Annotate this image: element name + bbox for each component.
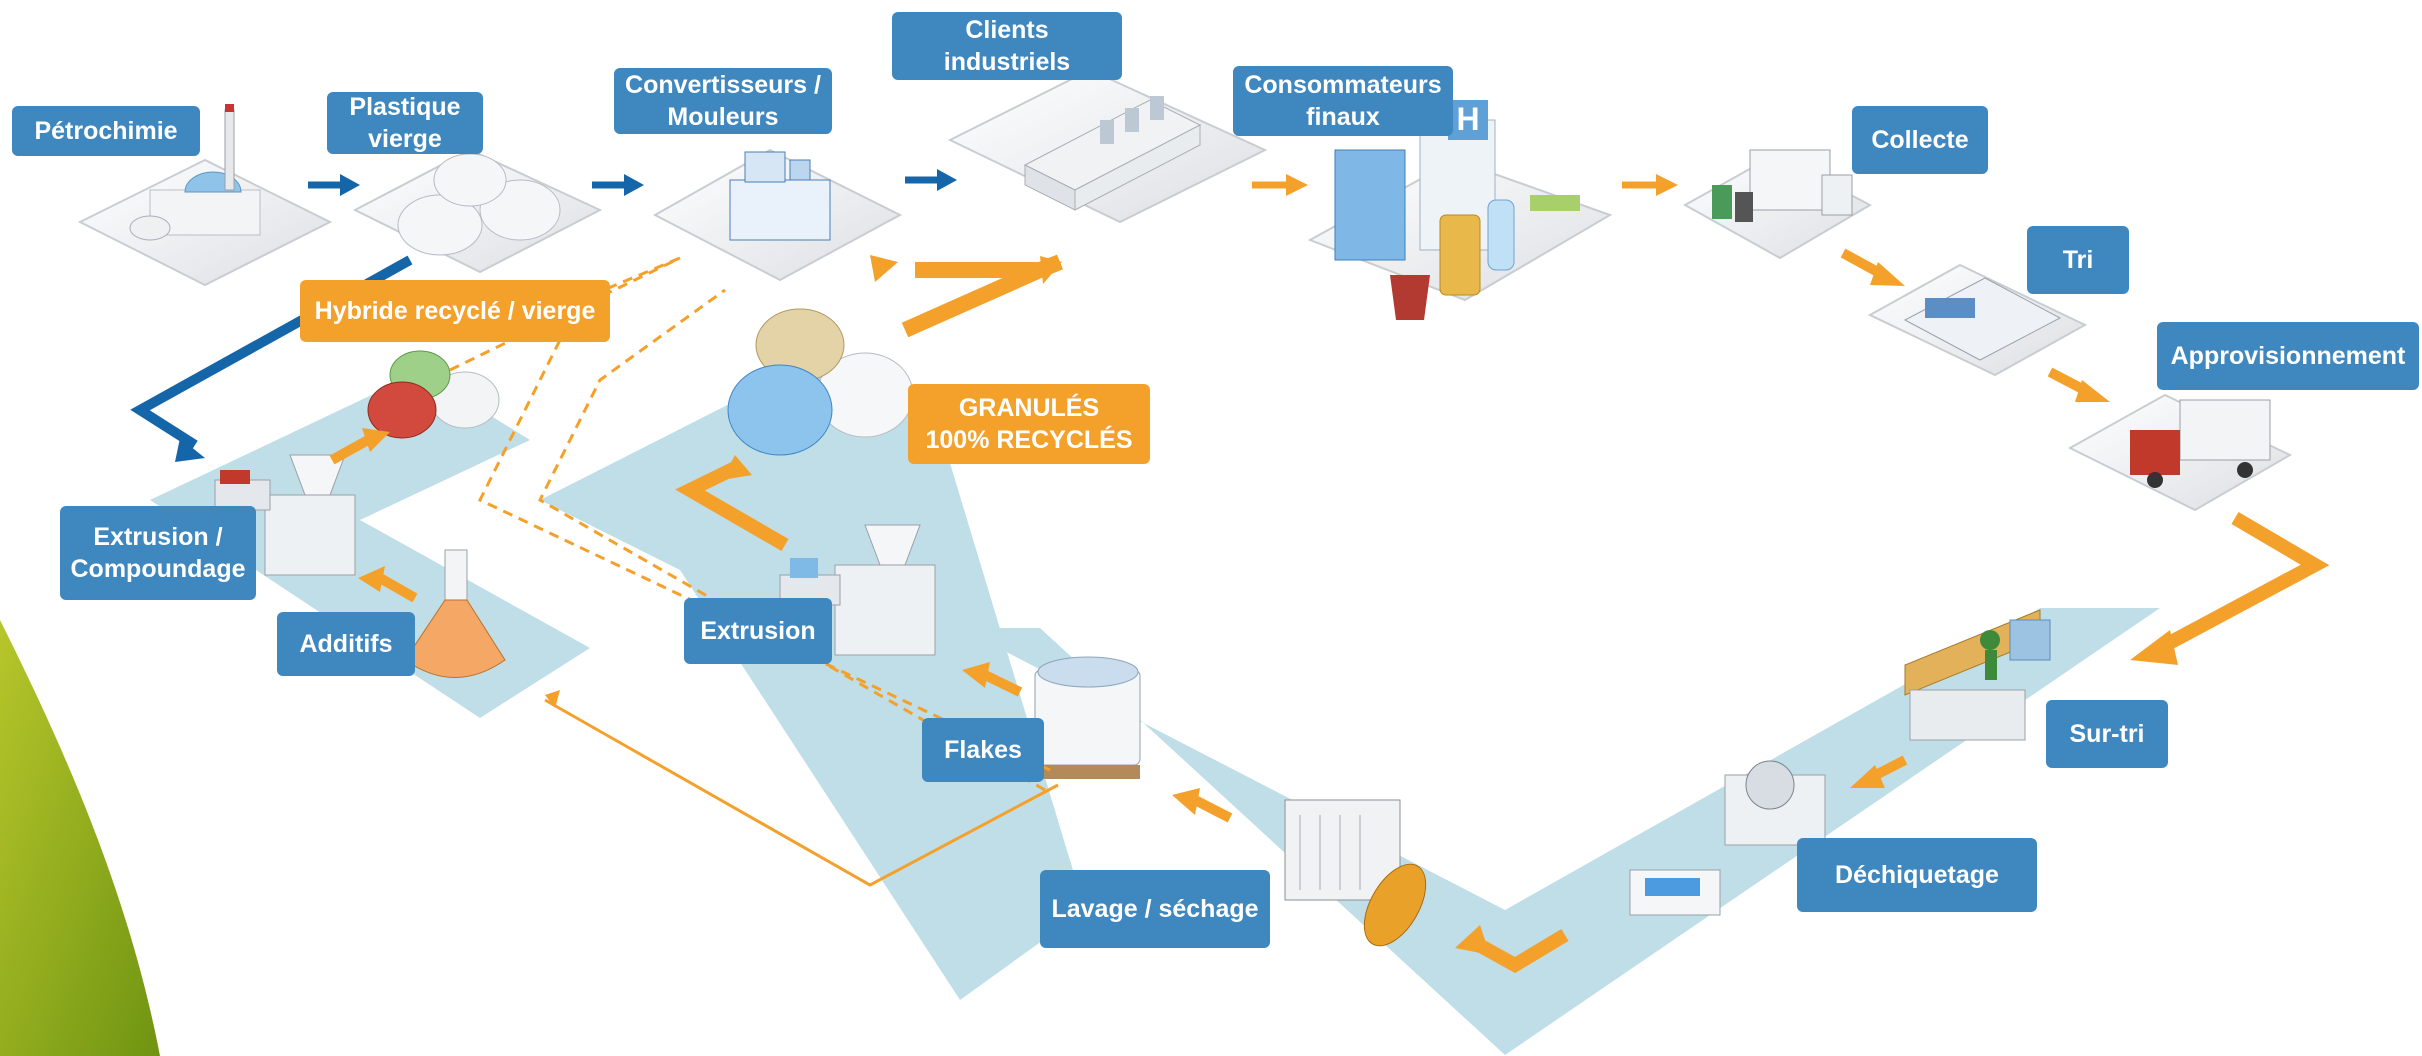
label-hybride: Hybride recyclé / vierge bbox=[300, 280, 610, 342]
virgin-plastic-pile-icon bbox=[397, 153, 561, 256]
label-sur-tri: Sur-tri bbox=[2046, 700, 2168, 768]
label-convertisseurs: Convertisseurs / Mouleurs bbox=[614, 68, 832, 134]
orange-arrows bbox=[329, 174, 2330, 974]
label-petrochimie: Pétrochimie bbox=[12, 106, 200, 156]
label-dechiquetage: Déchiquetage bbox=[1797, 838, 2037, 912]
label-extrusion: Extrusion bbox=[684, 598, 832, 664]
label-plastique-vierge: Plastique vierge bbox=[327, 92, 483, 154]
big-bag-flakes-icon bbox=[1034, 656, 1141, 779]
label-granules-recycles: GRANULÉS 100% RECYCLÉS bbox=[908, 384, 1150, 464]
label-flakes: Flakes bbox=[922, 718, 1044, 782]
collection-truck-icon bbox=[1712, 149, 1853, 222]
sorting-center-icon bbox=[1903, 277, 2062, 361]
city-consumers-icon: H bbox=[1334, 100, 1580, 320]
supply-truck-icon bbox=[2130, 399, 2271, 488]
label-consommateurs-finaux: Consommateurs finaux bbox=[1233, 66, 1453, 136]
label-extrusion-compoundage: Extrusion / Compoundage bbox=[60, 506, 256, 600]
green-corner-shape bbox=[0, 620, 160, 1056]
svg-text:H: H bbox=[1456, 101, 1479, 137]
label-additifs: Additifs bbox=[277, 612, 415, 676]
shredder-icon bbox=[1629, 760, 1826, 916]
conveyor-sorting-icon bbox=[1904, 609, 2051, 741]
hybrid-granules-icon bbox=[367, 350, 500, 439]
label-clients-industriels: Clients industriels bbox=[892, 12, 1122, 80]
converter-machine-icon bbox=[729, 151, 831, 241]
label-lavage-sechage: Lavage / séchage bbox=[1040, 870, 1270, 948]
label-approvisionnement: Approvisionnement bbox=[2157, 322, 2419, 390]
washer-dryer-icon bbox=[1284, 799, 1427, 947]
label-tri: Tri bbox=[2027, 226, 2129, 294]
industrial-factory-icon bbox=[1023, 96, 1202, 211]
recycling-water-path bbox=[150, 358, 2160, 1055]
label-collecte: Collecte bbox=[1852, 106, 1988, 174]
recycled-granules-icon bbox=[727, 308, 914, 456]
petrochemical-plant-icon bbox=[129, 104, 261, 241]
